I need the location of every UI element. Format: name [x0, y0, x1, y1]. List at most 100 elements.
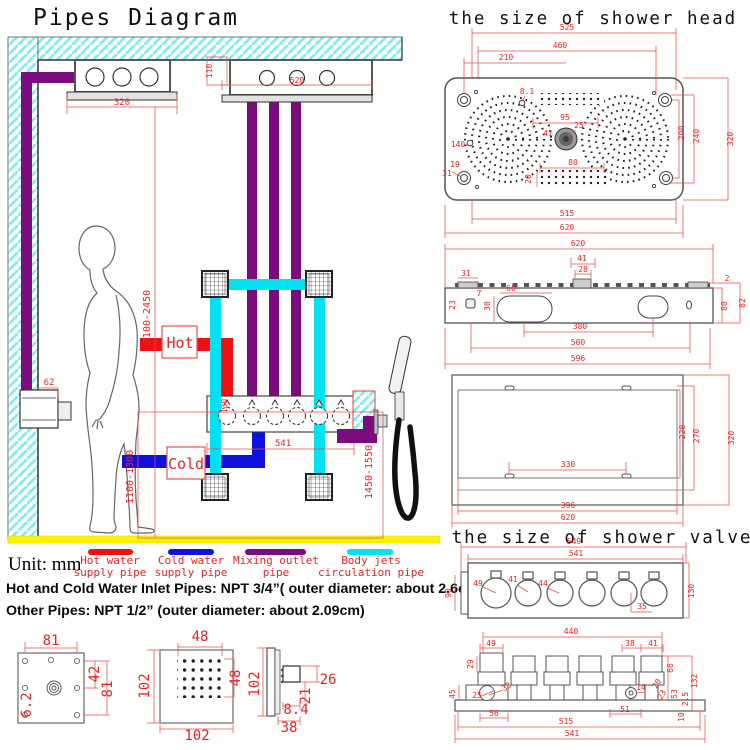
legend-label: Body jets: [341, 554, 401, 567]
valve-front-dimensions: 549 541 90 130 49 41 44 35: [444, 537, 696, 619]
dim: 81: [43, 633, 60, 649]
pipes-diagram: Pipes Diagram: [7, 5, 441, 544]
inlet-connector: [572, 278, 592, 289]
dim-head-height: 2100-2450: [142, 290, 153, 344]
dim: 20: [524, 174, 533, 184]
dim: 60: [506, 284, 516, 293]
dim: 49: [473, 579, 483, 588]
dim: 41: [543, 129, 553, 138]
dim: 396: [561, 501, 576, 510]
dim: 541: [565, 729, 580, 738]
dim: 620: [561, 513, 576, 522]
dim: 23: [656, 688, 669, 701]
dim: 49: [486, 639, 496, 648]
dim: 81: [100, 681, 116, 698]
dim: 31: [461, 269, 471, 278]
hot-label: Hot: [166, 334, 193, 352]
dim: 6.2: [19, 692, 35, 717]
cold-water-pipe: [122, 432, 265, 468]
valve-knobs: [218, 399, 350, 425]
dim: 102: [184, 728, 209, 744]
dim: 25: [472, 691, 482, 700]
dim-valve-height: 1100-1300: [125, 450, 136, 504]
dim: 56: [489, 709, 499, 718]
unit-label: Unit: mm: [8, 554, 82, 575]
dim: 320: [727, 431, 736, 446]
dim: 41: [577, 254, 587, 263]
shower-valve-title: the size of shower valve: [452, 528, 750, 548]
dim: 19: [450, 160, 460, 169]
legend-label: pipe: [263, 566, 290, 579]
jet-front-view: 48 102 48 102: [137, 629, 244, 744]
mount-holes: [457, 89, 673, 190]
cold-label-box: [166, 446, 206, 480]
jet-back-view: 81 42 81 6.2: [17, 633, 116, 724]
dim: 2: [725, 274, 730, 283]
dim: 596: [571, 354, 586, 363]
dim: 21: [298, 688, 314, 705]
dim: 29: [466, 659, 475, 669]
dim: 80: [720, 301, 729, 311]
floor-line: [7, 535, 441, 544]
legend-label: Cold water: [158, 554, 225, 567]
legend-label: supply pipe: [155, 566, 228, 579]
head-back-dimensions: 330 396 620 220 270 320: [451, 374, 736, 527]
dim: 80: [568, 158, 578, 167]
mixing-outlet-elbow: [337, 416, 377, 443]
dim: 549: [567, 537, 582, 546]
dim: 8.4: [283, 702, 308, 718]
hand-shower-handle: [388, 335, 412, 395]
legend-swatch-hot: [88, 549, 133, 555]
dim: 44: [538, 579, 548, 588]
note-other-pipes: Other Pipes: NPT 1/2” (outer diameter: a…: [6, 603, 365, 619]
nozzle-grid: [177, 656, 224, 698]
dim: 270: [692, 429, 701, 444]
head-back-view: 330 396 620 220 270 320: [451, 374, 736, 527]
dim: 25: [574, 121, 584, 130]
dim: 20: [651, 677, 664, 690]
body-jets: [201, 270, 333, 501]
dim: 8.1: [520, 87, 535, 96]
legend-swatch-cold: [168, 549, 214, 555]
dim: 102: [247, 671, 263, 696]
dim: 380: [573, 322, 588, 331]
dim: 525: [560, 23, 575, 32]
dim: 102: [137, 673, 153, 698]
slot-right: [637, 295, 669, 319]
valve-side-view: 440 49 38 41 29 66 132 2.5 53 10 45 25 3…: [448, 627, 706, 743]
dim: 515: [559, 717, 574, 726]
legend-swatch-mixing: [245, 549, 306, 555]
dim: 220: [678, 425, 687, 440]
dim: 140: [451, 140, 466, 149]
spray-zone-right: [580, 94, 670, 184]
cold-label: Cold: [168, 455, 204, 473]
hot-label-box: [161, 325, 198, 359]
dim-offset: 110: [205, 64, 214, 79]
dim: 38: [625, 639, 635, 648]
legend-swatch-bodyjets: [347, 549, 393, 555]
dim: 51: [620, 705, 630, 714]
dim: 45: [448, 689, 457, 699]
pipes-diagram-title: Pipes Diagram: [33, 5, 239, 31]
legend-label: circulation pipe: [318, 566, 424, 579]
pipes-dimensions: 320 110 520 2100-2450 1100-1300 1450-155…: [38, 56, 384, 539]
dim-ceiling-width: 520: [290, 76, 305, 85]
ceiling-shower-head: [221, 59, 373, 103]
dim-holder: 62: [44, 378, 55, 388]
dim-valve-width: 541: [275, 439, 291, 449]
dim: 38: [281, 720, 298, 736]
dim: 48: [228, 670, 244, 687]
hand-shower-holder: [19, 389, 72, 429]
ceiling-hatch: [37, 36, 403, 61]
valve-side-dimensions: 440 49 38 41 29 66 132 2.5 53 10 45 25 3…: [448, 627, 706, 743]
hand-shower: [337, 335, 419, 521]
dim: 2.5: [681, 692, 690, 707]
dim: 30: [483, 301, 492, 311]
mist-grid-bottom: [538, 170, 606, 186]
dim: 95: [560, 113, 570, 122]
dim: 48: [192, 629, 209, 645]
legend-label: Mixing outlet: [233, 554, 319, 567]
mixing-pipe-2: [269, 100, 279, 397]
